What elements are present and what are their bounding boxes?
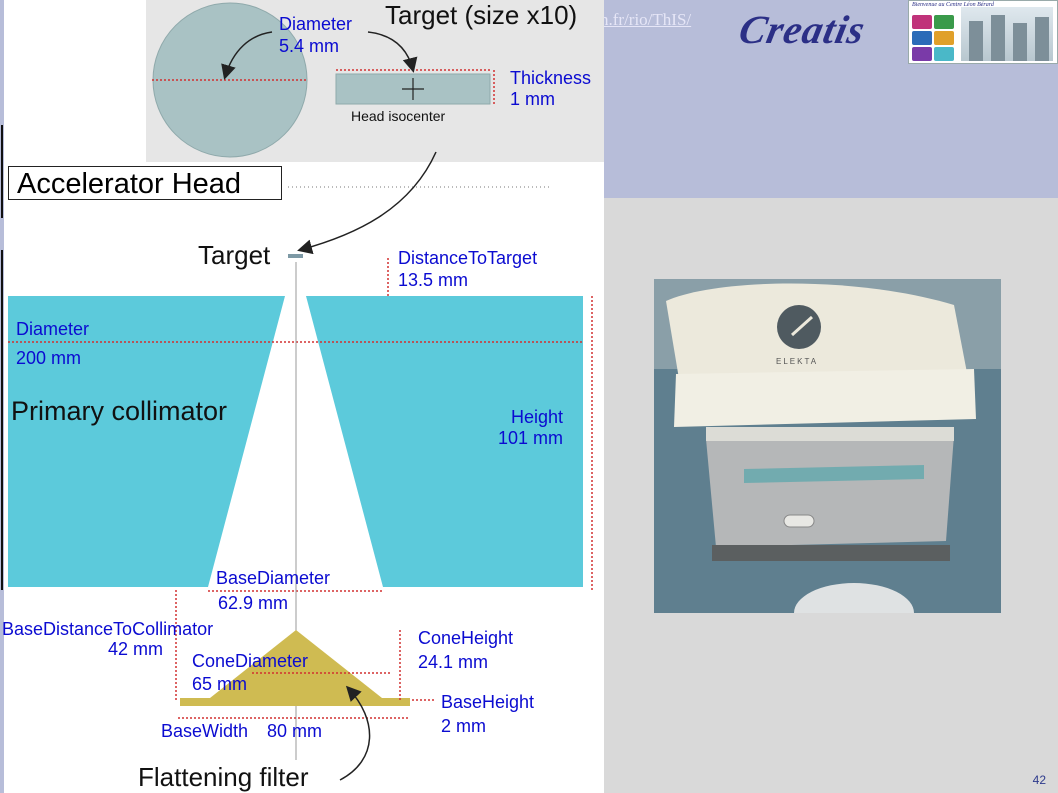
collimator-right-block: [306, 296, 583, 587]
clb-logo-mosaic: [912, 15, 954, 61]
base-width-value: 80 mm: [267, 721, 323, 741]
accelerator-head-title: Accelerator Head: [8, 166, 282, 200]
target-diameter-label: Diameter: [279, 14, 353, 34]
base-diameter-label: BaseDiameter: [216, 568, 331, 588]
collimator-glint: [744, 465, 924, 483]
distance-to-target-label: DistanceToTarget: [398, 248, 538, 268]
base-height-label: BaseHeight: [441, 692, 535, 712]
filter-arrow: [339, 685, 371, 781]
distance-to-target-value: 13.5 mm: [398, 270, 469, 290]
base-width-label: BaseWidth: [161, 721, 249, 741]
clb-building-image: [961, 7, 1053, 61]
slab-arrow: [367, 31, 418, 73]
thickness-label: Thickness: [510, 68, 592, 88]
page-number: 42: [1032, 773, 1046, 787]
thickness-value: 1 mm: [510, 89, 555, 109]
collimator-base: [712, 545, 950, 561]
clb-logo: Bienvenue au Centre Léon Bérard: [908, 0, 1058, 64]
collimator-diameter-value: 200 mm: [16, 348, 82, 368]
filter-base: [180, 698, 410, 706]
base-distance-value: 42 mm: [108, 639, 164, 659]
collimator-ring: [706, 435, 954, 547]
collimator-diameter-label: Diameter: [16, 319, 90, 339]
target-label: Target: [198, 240, 271, 270]
clb-logo-caption: Bienvenue au Centre Léon Bérard: [912, 2, 994, 8]
cone-diameter-value: 65 mm: [192, 674, 248, 694]
base-distance-label: BaseDistanceToCollimator: [2, 619, 214, 639]
cone-height-value: 24.1 mm: [418, 652, 489, 672]
linac-photo-drawing: ELEKTA: [654, 279, 1001, 613]
inset-to-target-arrow: [297, 151, 437, 255]
diameter-arrow: [221, 31, 273, 80]
inset-title: Target (size x10): [385, 0, 578, 30]
base-height-value: 2 mm: [441, 716, 486, 736]
linac-photo: ELEKTA: [654, 279, 1001, 613]
cone-diameter-label: ConeDiameter: [192, 651, 309, 671]
patient-table: [794, 583, 914, 613]
base-diameter-value: 62.9 mm: [218, 593, 289, 613]
collimator-height-value: 101 mm: [498, 428, 564, 448]
target-diameter-value: 5.4 mm: [279, 36, 340, 56]
primary-collimator-label: Primary collimator: [11, 396, 228, 426]
elekta-brand-text: ELEKTA: [776, 357, 818, 366]
header-url-link[interactable]: n.fr/rio/ThIS/: [600, 10, 692, 29]
filter-cone: [210, 630, 382, 698]
flattening-filter-label: Flattening filter: [138, 762, 309, 792]
gantry-lower-shell: [674, 369, 976, 427]
cone-height-label: ConeHeight: [418, 628, 514, 648]
collimator-height-label: Height: [511, 407, 564, 427]
collimator-scale: [706, 427, 954, 441]
collimator-left-block: [8, 296, 285, 587]
elekta-logo-stroke: [790, 315, 814, 337]
collimator-handle: [783, 514, 815, 528]
isocenter-label: Head isocenter: [351, 108, 446, 124]
